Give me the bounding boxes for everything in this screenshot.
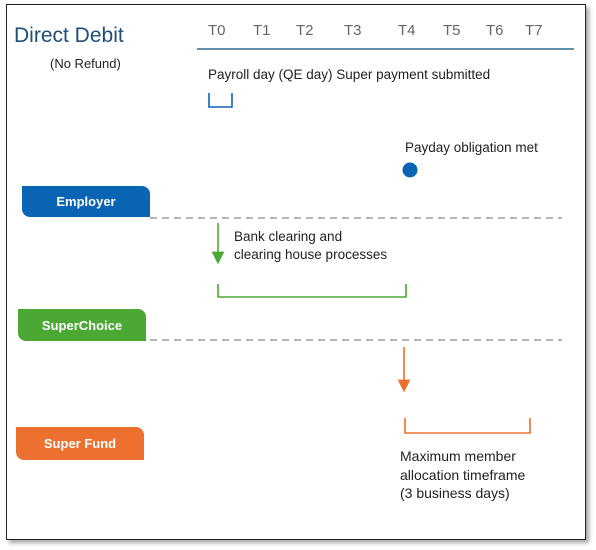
allocation-bracket [404,418,531,434]
allocation-event-label: Maximum member allocation timeframe (3 b… [400,448,526,502]
timeline-tick-t7: T7 [525,22,543,39]
clearing-event-label: Bank clearing and clearing house process… [234,229,388,262]
timeline-tick-t3: T3 [344,22,362,39]
lane-super-fund: Super Fund [16,427,144,460]
timeline-tick-t1: T1 [253,22,271,39]
lane-employer: Employer [22,186,150,217]
timeline-tick-t4: T4 [398,22,416,39]
timeline-tick-t5: T5 [443,22,461,39]
obligation-event-label: Payday obligation met [405,140,538,155]
payroll-bracket [208,93,233,108]
timeline-tick-t2: T2 [296,22,314,39]
diagram-title: Direct Debit [14,24,124,47]
lane-superchoice: SuperChoice [18,309,146,341]
payroll-event-label: Payroll day (QE day) Super payment submi… [208,67,491,82]
timeline-tick-t0: T0 [208,22,226,39]
timeline-tick-t6: T6 [486,22,504,39]
diagram-subtitle: (No Refund) [50,56,121,71]
clearing-bracket [217,284,407,298]
obligation-dot [402,162,418,178]
